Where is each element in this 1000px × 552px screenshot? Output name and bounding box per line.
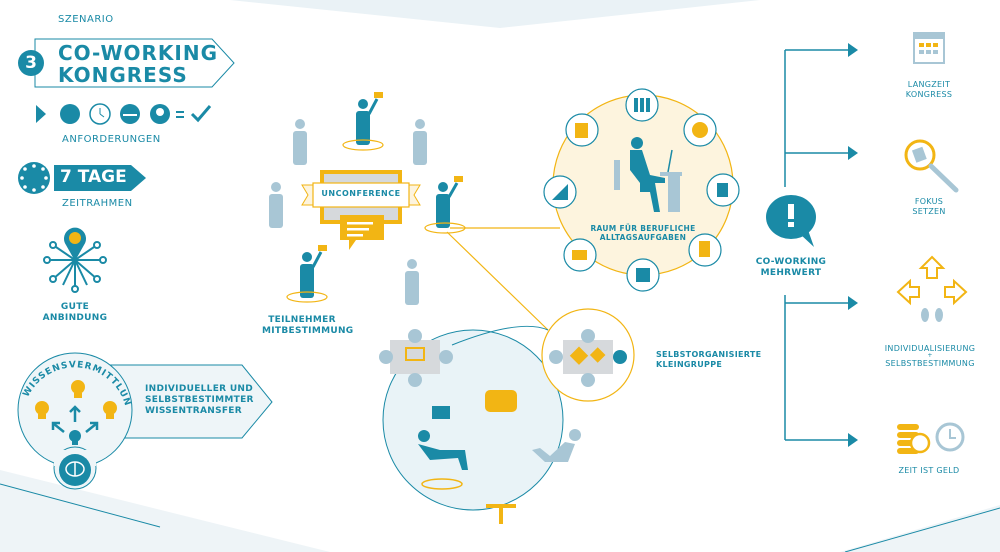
woman-at-desk-icon [614,137,682,212]
group-line-2: KLEINGRUPPE [656,360,723,369]
scenario-title: CO-WORKING KONGRESS [58,42,218,86]
title-line-2: KONGRESS [58,63,188,87]
lounge-circle [382,329,564,511]
benefit-individualization-line-2: SELBSTBESTIMMUNG [885,359,975,368]
scenario-number: 3 [25,53,37,73]
exclamation-bubble-icon [766,195,816,247]
speech-bubble-icon [405,347,425,361]
knowledge-text: INDIVIDUELLER UND SELBSTBESTIMMTER WISSE… [145,384,254,417]
scenario-label: SZENARIO [58,14,114,25]
benefit-time-money: ZEIT IST GELD [889,465,969,476]
coworking-value-label: CO-WORKING MEHRWERT [745,257,837,279]
requirements-label: ANFORDERUNGEN [62,134,161,145]
participants-line-2: MITBESTIMMUNG [262,326,354,336]
meeting-icon [60,104,80,124]
footprints-icon [921,308,943,322]
benefit-individualization-plus: + [927,352,933,359]
knowledge-text-line-3: WISSENTRANSFER [145,406,242,416]
benefit-tree [784,43,858,447]
direction-arrows-icon [896,255,968,306]
contacts-icon [717,183,728,197]
side-table-icon [486,504,516,524]
workspace-line-1: RAUM FÜR BERUFLICHE [590,224,696,233]
duration-value: 7 TAGE [60,167,127,187]
participant-icons [269,92,466,305]
clock-icon [692,122,708,138]
coins-clock-icon [897,422,965,454]
benefit-focus-line-1: FOKUS [914,197,944,206]
benefit-longterm-line-1: LANGZEIT [907,80,951,89]
benefit-time-money-line-1: ZEIT IST GELD [898,466,960,475]
chat-icon [432,406,450,419]
benefit-focus-line-2: SETZEN [912,207,946,216]
network-location-icon [43,227,107,293]
phone-icon [572,250,587,260]
checkmark-icon [190,105,212,123]
title-line-1: CO-WORKING [58,41,219,65]
calculator-icon [699,241,710,257]
connection-label: GUTE ANBINDUNG [35,302,115,324]
benefit-individualization: INDIVIDUALISIERUNG + SELBSTBESTIMMUNG [872,344,988,368]
benefit-longterm: LANGZEIT KONGRESS [889,80,969,100]
calendar-icon [913,32,945,64]
person-lounging-icon-2 [532,429,581,462]
knowledge-transfer-graphic: WISSENSVERMITTLUNG [0,343,273,490]
requirements-row [36,103,212,125]
ruler-triangle-icon [552,184,568,200]
group-label: SELBSTORGANISIERTE KLEINGRUPPE [656,350,761,370]
participants-line-1: TEILNEHMER [268,315,336,325]
workspace-line-2: ALLTAGSAUFGABEN [599,233,687,242]
person-lounging-icon [418,430,468,470]
lightbulb-icons [35,380,117,419]
group-line-1: SELBSTORGANISIERTE [656,350,762,359]
unconference-banner-label: UNCONFERENCE [321,189,401,198]
unconference-speech-icon [340,215,384,250]
workspace-label: RAUM FÜR BERUFLICHE ALLTAGSAUFGABEN [583,224,703,242]
knowledge-text-line-2: SELBSTBESTIMMTER [145,395,254,405]
book-icon [575,123,588,138]
benefit-longterm-line-2: KONGRESS [905,90,953,99]
armchair-icon [485,390,517,412]
magnifier-icon [904,139,959,193]
scenario-number-badge: 3 [18,50,44,76]
hub-line-2: MEHRWERT [760,268,822,278]
benefit-focus: FOKUS SETZEN [889,197,969,217]
benefit-individualization-line-1: INDIVIDUALISIERUNG [884,344,976,353]
play-triangle-icon [36,105,46,123]
connection-line-1: GUTE [60,302,90,312]
document-icon [636,268,650,282]
duration-banner [18,162,146,194]
binders-icon [634,98,638,112]
connection-line-2: ANBINDUNG [42,313,108,323]
title-arrow-box [34,38,235,88]
duration-label: ZEITRAHMEN [62,198,133,209]
knowledge-text-line-1: INDIVIDUELLER UND [145,384,254,394]
arrow-icons [51,405,99,433]
hub-line-1: CO-WORKING [755,257,827,267]
participants-label: TEILNEHMER MITBESTIMMUNG [262,315,354,337]
